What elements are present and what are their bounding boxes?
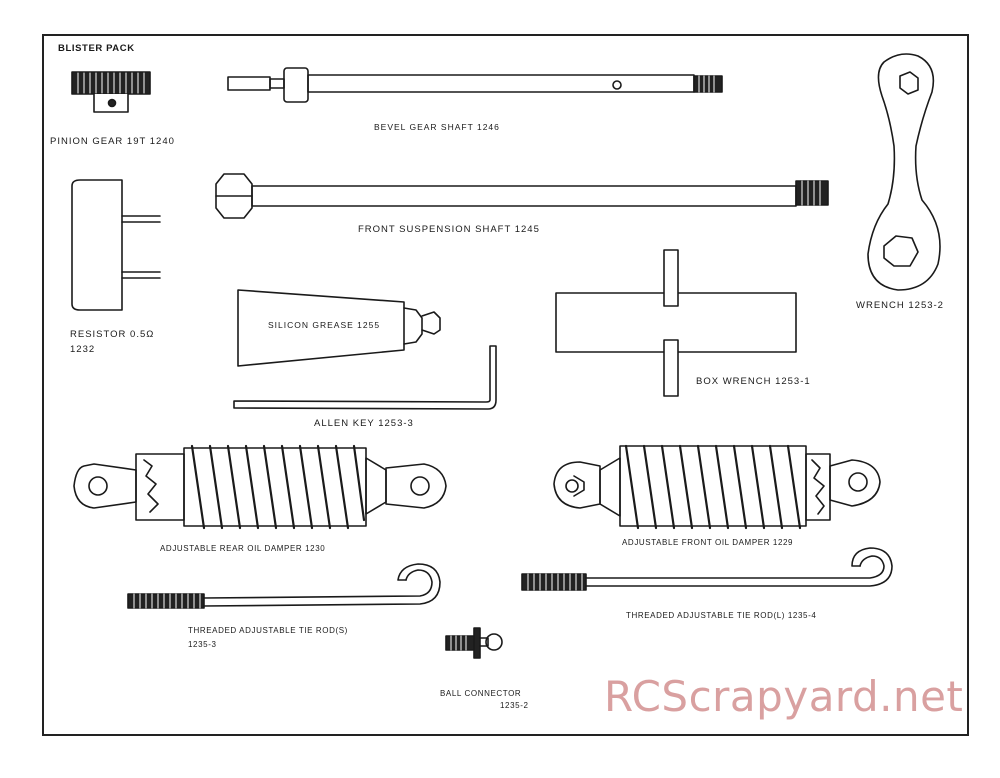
ball-connector-drawing	[445, 627, 503, 659]
wrench-drawing	[867, 53, 941, 291]
bevel-gear-shaft-label: BEVEL GEAR SHAFT 1246	[374, 122, 500, 132]
diagram-frame	[42, 34, 969, 736]
wrench-label: WRENCH 1253-2	[856, 300, 944, 311]
header-title: BLISTER PACK	[58, 43, 135, 54]
pinion-gear-drawing	[71, 71, 151, 113]
rear-oil-damper-label: ADJUSTABLE REAR OIL DAMPER 1230	[160, 544, 326, 553]
front-oil-damper-drawing	[553, 444, 881, 530]
box-wrench-drawing	[555, 249, 797, 397]
silicon-grease-label: SILICON GREASE 1255	[268, 320, 381, 330]
ball-connector-label-line2: 1235-2	[500, 701, 529, 710]
rear-oil-damper-drawing	[73, 444, 447, 530]
box-wrench-label: BOX WRENCH 1253-1	[696, 376, 811, 387]
resistor-label-line1: RESISTOR 0.5Ω	[70, 329, 155, 340]
tie-rod-s-drawing	[127, 563, 441, 609]
tie-rod-l-label: THREADED ADJUSTABLE TIE ROD(L) 1235-4	[626, 611, 817, 620]
allen-key-label: ALLEN KEY 1253-3	[314, 418, 414, 429]
pinion-gear-label: PINION GEAR 19T 1240	[50, 136, 175, 147]
tie-rod-s-label-line1: THREADED ADJUSTABLE TIE ROD(S)	[188, 626, 348, 635]
tie-rod-s-label-line2: 1235-3	[188, 640, 217, 649]
silicon-grease-drawing	[237, 289, 441, 367]
allen-key-drawing	[233, 345, 497, 410]
resistor-drawing	[71, 179, 161, 311]
ball-connector-label-line1: BALL CONNECTOR	[440, 689, 522, 698]
resistor-label-line2: 1232	[70, 344, 96, 355]
tie-rod-l-drawing	[521, 547, 893, 591]
front-suspension-shaft-drawing	[215, 173, 829, 219]
watermark: RCScrapyard.net	[604, 672, 964, 721]
bevel-gear-shaft-drawing	[227, 67, 723, 103]
front-oil-damper-label: ADJUSTABLE FRONT OIL DAMPER 1229	[622, 538, 794, 547]
front-suspension-shaft-label: FRONT SUSPENSION SHAFT 1245	[358, 224, 540, 235]
